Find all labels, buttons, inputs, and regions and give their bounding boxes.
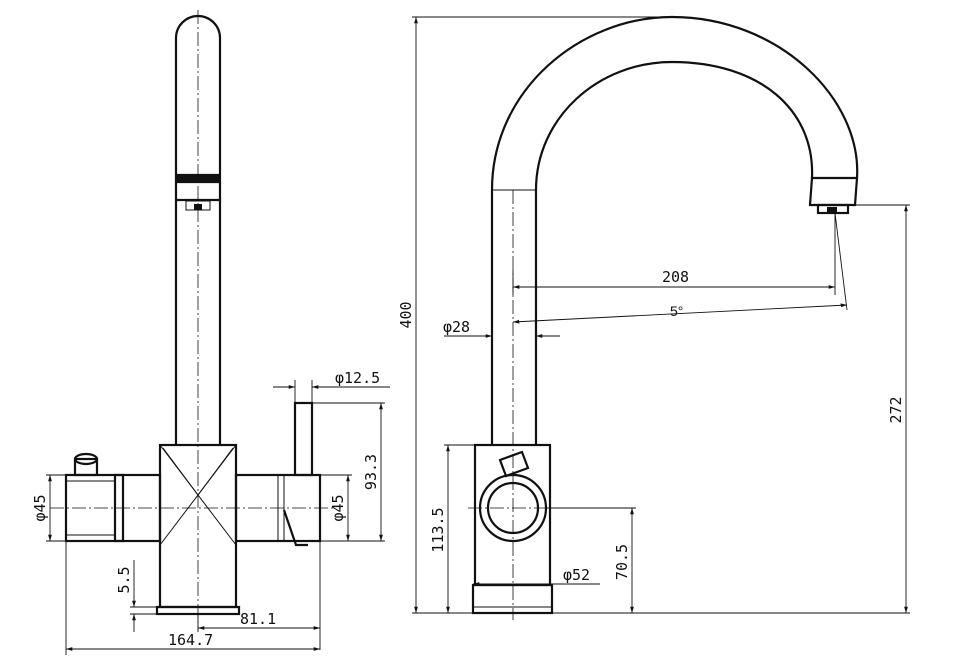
dim-400: 400 [397, 301, 415, 328]
dim-93-3: 93.3 [362, 454, 380, 490]
front-lever [293, 401, 314, 477]
dim-phi12-5: φ12.5 [335, 369, 380, 387]
side-spout [490, 15, 859, 445]
dim-5deg: 5° [670, 303, 683, 319]
dim-70-5: 70.5 [613, 544, 631, 580]
dim-phi28: φ28 [443, 318, 470, 336]
front-dimensions: φ45 φ45 φ12.5 93.3 5.5 81.1 164.7 [31, 369, 390, 655]
dim-272: 272 [887, 396, 905, 423]
side-dimensions: 400 208 5° φ28 272 113.5 70.5 φ52 [397, 16, 910, 614]
side-base-plate [471, 583, 554, 615]
front-view [50, 10, 335, 630]
dim-phi52: φ52 [563, 566, 590, 584]
dim-208: 208 [662, 268, 689, 286]
dim-81-1: 81.1 [240, 610, 276, 628]
dim-phi45-left: φ45 [31, 494, 49, 521]
dim-5-5: 5.5 [115, 566, 133, 593]
side-view [468, 15, 859, 620]
side-body [473, 443, 552, 587]
dim-164-7: 164.7 [168, 631, 213, 649]
dim-113-5: 113.5 [429, 507, 447, 552]
dim-phi45-right: φ45 [329, 494, 347, 521]
